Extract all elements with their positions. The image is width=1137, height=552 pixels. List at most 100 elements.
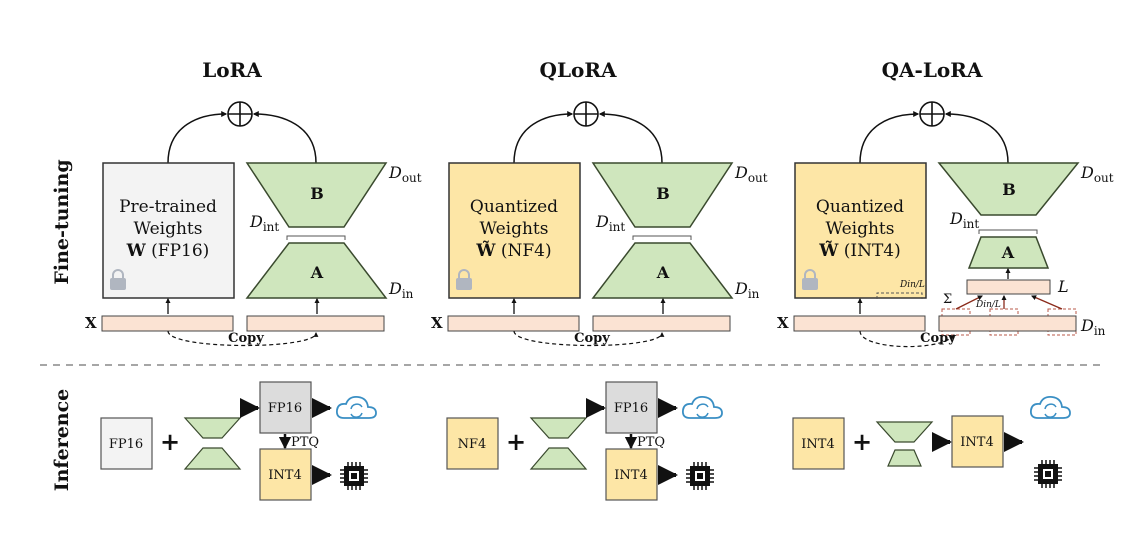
dim-out-d: D — [734, 163, 748, 182]
weights-line-1: Pre-trained — [119, 197, 217, 217]
dim-in-d: D — [734, 279, 748, 298]
row-label-inference: Inference — [51, 389, 73, 492]
svg-text:Dint: Dint — [595, 212, 625, 234]
inf-bottom-label: INT4 — [268, 468, 301, 483]
lock-icon — [456, 269, 472, 290]
b-label: B — [656, 184, 670, 203]
lora-a-matrix — [967, 236, 1050, 269]
a-label: A — [310, 263, 324, 282]
weights-line-2: Weights — [134, 219, 203, 239]
inf-bottom-box — [259, 448, 312, 501]
inf-top-label: FP16 — [614, 401, 648, 416]
dim-out-sub: out — [748, 171, 768, 185]
inf-start-label: INT4 — [801, 437, 834, 452]
dim-in-sub: in — [748, 287, 760, 301]
lora-b-matrix — [245, 162, 388, 228]
ptq-label: PTQ — [637, 435, 665, 450]
panel-qlora: QLoRA Quantized Weights W̃ (NF4) B A Dou… — [431, 58, 768, 501]
svg-text:W (FP16): W (FP16) — [126, 241, 210, 261]
weights-line-1: Quantized — [816, 197, 904, 217]
cloud-icon — [335, 395, 377, 419]
adapter-icon — [183, 417, 242, 470]
adapter-icon — [529, 417, 588, 470]
panel-qa-lora: QA-LoRA Quantized Weights W̃ (INT4) B A … — [777, 58, 1114, 488]
pooled-input-bar — [966, 279, 1051, 295]
lock-icon — [110, 269, 126, 290]
lora-a-matrix — [591, 242, 734, 299]
copy-label: Copy — [920, 331, 956, 346]
copy-label: Copy — [574, 331, 610, 346]
plus-sign: + — [852, 427, 872, 456]
inf-mid-box — [951, 415, 1004, 468]
inf-mid-label: INT4 — [960, 435, 993, 450]
b-label: B — [310, 184, 324, 203]
weights-symbol: W̃ — [475, 241, 496, 261]
weights-box — [102, 162, 235, 299]
dim-out-d: D — [388, 163, 402, 182]
l-label: L — [1057, 277, 1069, 296]
inf-top-label: FP16 — [268, 401, 302, 416]
x-label: X — [431, 314, 443, 332]
chip-icon — [1034, 460, 1062, 488]
dim-int-sub: int — [963, 217, 980, 231]
cloud-icon — [681, 395, 723, 419]
weights-format: (INT4) — [844, 241, 901, 261]
svg-text:Din: Din — [734, 279, 760, 301]
copy-label: Copy — [228, 331, 264, 346]
svg-text:Dout: Dout — [734, 163, 768, 185]
dim-in-sub: in — [1094, 324, 1106, 338]
input-x-bar — [447, 315, 580, 332]
din-over-l-top: Din/L — [899, 280, 925, 290]
svg-text:Dint: Dint — [949, 209, 979, 231]
dim-int-d: D — [949, 209, 963, 228]
dim-int-d: D — [249, 212, 263, 231]
lora-a-matrix — [245, 242, 388, 299]
input-x-copy-bar — [246, 315, 385, 332]
svg-text:Din: Din — [1080, 316, 1106, 338]
a-label: A — [656, 263, 670, 282]
weights-format: (NF4) — [501, 241, 552, 261]
sigma-label: Σ — [943, 292, 952, 307]
lora-b-matrix — [937, 162, 1080, 216]
x-label: X — [85, 314, 97, 332]
din-over-l-mid: Din/L — [975, 300, 1001, 310]
svg-text:Din: Din — [388, 279, 414, 301]
lora-b-matrix — [591, 162, 734, 228]
row-label-fine-tuning: Fine-tuning — [51, 159, 73, 284]
lock-icon — [802, 269, 818, 290]
a-label: A — [1001, 243, 1015, 262]
dim-out-d: D — [1080, 163, 1094, 182]
inf-bottom-label: INT4 — [614, 468, 647, 483]
svg-text:W̃ (NF4): W̃ (NF4) — [475, 241, 551, 261]
dim-int-d: D — [595, 212, 609, 231]
adapter-icon — [875, 421, 934, 467]
group-bracket — [876, 292, 923, 299]
inf-top-box — [605, 381, 658, 434]
input-x-bar — [101, 315, 234, 332]
input-x-bar — [793, 315, 926, 332]
chip-icon — [340, 462, 368, 490]
inf-start-box — [792, 417, 845, 470]
dim-out-sub: out — [402, 171, 422, 185]
weights-box — [794, 162, 927, 299]
panel-title: QA-LoRA — [882, 58, 983, 82]
dim-out-sub: out — [1094, 171, 1114, 185]
x-label: X — [777, 314, 789, 332]
dim-int-sub: int — [609, 220, 626, 234]
weights-format: (FP16) — [151, 241, 209, 261]
weights-line-2: Weights — [826, 219, 895, 239]
ptq-label: PTQ — [291, 435, 319, 450]
dim-int-sub: int — [263, 220, 280, 234]
dim-in-sub: in — [402, 287, 414, 301]
b-label: B — [1002, 180, 1016, 199]
inf-start-box — [100, 417, 153, 470]
cloud-icon — [1029, 395, 1071, 419]
inf-start-label: FP16 — [109, 437, 143, 452]
svg-text:W̃ (INT4): W̃ (INT4) — [818, 241, 901, 261]
chip-icon — [686, 462, 714, 490]
input-x-copy-bar — [938, 315, 1077, 332]
svg-text:Dout: Dout — [388, 163, 422, 185]
dim-in-d: D — [1080, 316, 1094, 335]
inf-top-box — [259, 381, 312, 434]
panel-title: QLoRA — [540, 58, 617, 82]
